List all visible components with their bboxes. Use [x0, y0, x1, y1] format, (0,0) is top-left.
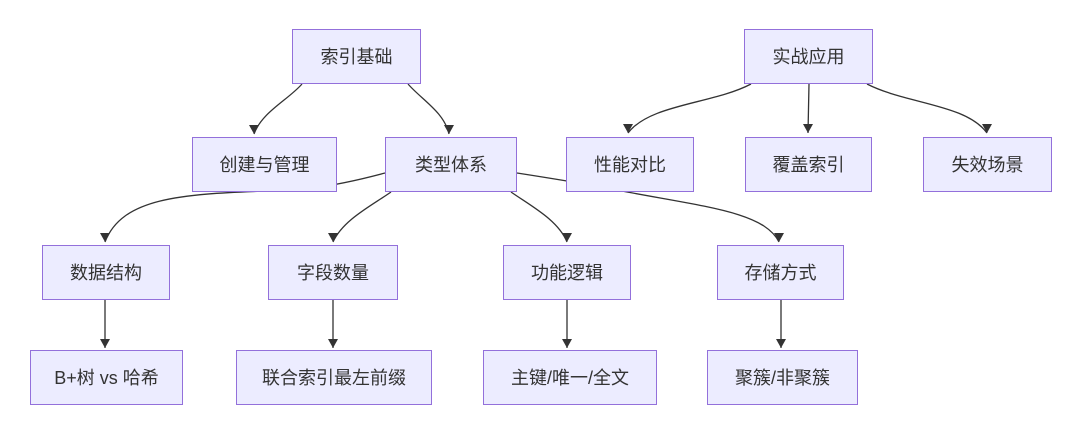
edge-A-C [249, 83, 303, 135]
node-practical-application: 实战应用 [744, 29, 873, 84]
node-btree-vs-hash: B+树 vs 哈希 [30, 350, 183, 405]
node-storage-method: 存储方式 [717, 245, 844, 300]
node-function-logic: 功能逻辑 [503, 245, 631, 300]
node-performance-comparison: 性能对比 [566, 137, 694, 192]
edge-A-D [407, 83, 454, 135]
node-failure-scenarios: 失效场景 [923, 137, 1052, 192]
edge-B-G [866, 83, 992, 134]
node-composite-leftmost-prefix: 联合索引最左前缀 [236, 350, 432, 405]
edge-B-F [803, 83, 813, 134]
node-clustered-nonclustered: 聚簇/非聚簇 [707, 350, 858, 405]
edge-D-K [516, 172, 784, 243]
node-data-structure: 数据结构 [42, 245, 170, 300]
node-primary-unique-fulltext: 主键/唯一/全文 [483, 350, 657, 405]
edge-B-E [623, 83, 752, 134]
node-create-manage: 创建与管理 [192, 137, 337, 192]
edge-D-I [328, 191, 392, 243]
edge-D-J [510, 191, 572, 243]
node-field-count: 字段数量 [268, 245, 398, 300]
node-type-system: 类型体系 [385, 137, 517, 192]
node-covering-index: 覆盖索引 [745, 137, 872, 192]
node-index-basics: 索引基础 [292, 29, 421, 84]
